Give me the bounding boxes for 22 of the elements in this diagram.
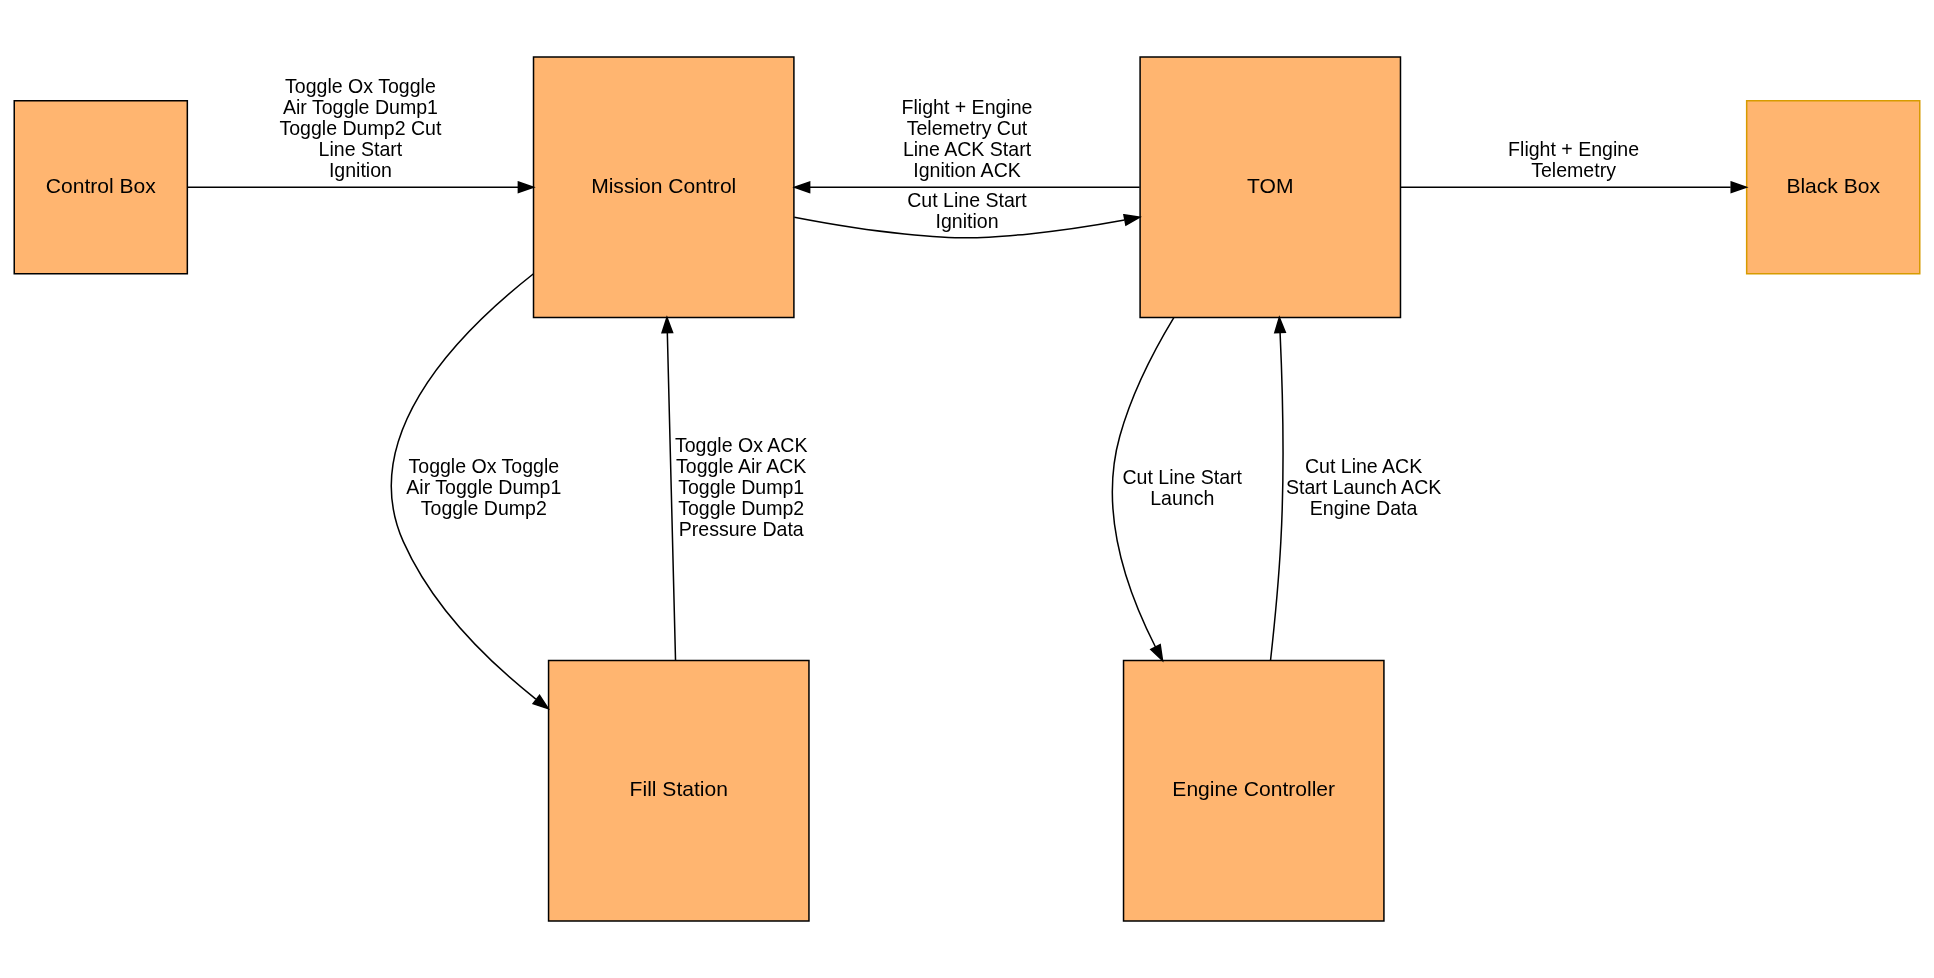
arrow [186,180,536,194]
arrow [793,213,1142,239]
node-box: Fill Station [547,659,810,922]
arrow [792,180,1141,194]
edge-label: Flight + Engine Telemetry [1508,138,1640,182]
edge-label: Cut Line Start Launch [1122,465,1242,509]
arrow [661,315,677,661]
arrow [390,272,551,711]
arrow [1400,180,1749,194]
edge-label: Toggle Ox Toggle Air Toggle Dump1 Toggle Dump2 Cut Line Start Ignition [279,74,442,182]
node-box: Mission Control [532,56,795,319]
arrow [1269,315,1287,662]
edge-label: Toggle Ox ACK Toggle Air ACK Toggle Dump1 Toggle Dump2 Pressure Data [674,433,808,541]
arrow [1111,316,1175,663]
edge-label: Flight + Engine Telemetry Cut Line ACK Start Ignition ACK [901,96,1033,182]
node-box: Black Box [1745,99,1921,275]
edge-label: Cut Line Start Ignition [907,189,1027,233]
node-box: Control Box [13,99,189,275]
node-box: Engine Controller [1122,659,1385,922]
edge-label: Cut Line ACK Start Launch ACK Engine Data [1285,455,1442,520]
node-box: TOM [1139,56,1402,319]
edge-label: Toggle Ox Toggle Air Toggle Dump1 Toggle Dump2 [406,455,562,520]
